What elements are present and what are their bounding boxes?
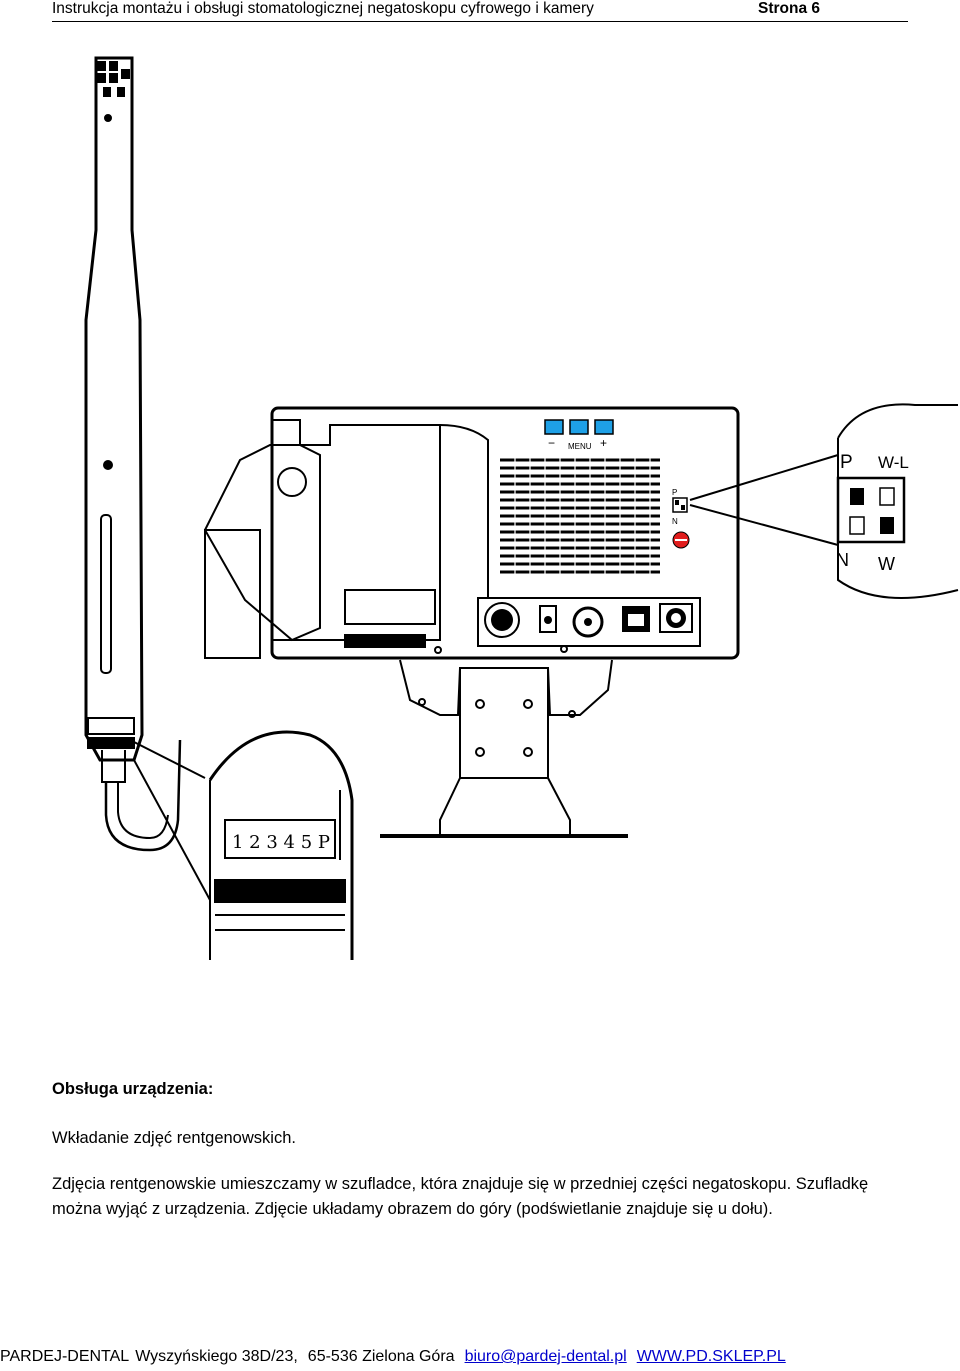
paragraph-instructions: Zdjęcia rentgenowskie umieszczamy w szuf… — [52, 1175, 869, 1218]
document-title: Instrukcja montażu i obsługi stomatologi… — [52, 0, 594, 17]
switch-w-label: W — [878, 554, 895, 574]
paragraph-intro: Wkładanie zdjęć rentgenowskich. — [52, 1129, 296, 1147]
header-divider — [52, 21, 908, 22]
switch-callout-drawing: P W-L N W — [836, 403, 959, 599]
negatoscope-drawing: − MENU + — [203, 406, 839, 660]
scale-zoom-drawing: 1 2 3 4 5 P — [208, 730, 354, 960]
panel-n-label: N — [672, 517, 678, 526]
switch-n-label: N — [836, 550, 849, 570]
footer-email-link[interactable]: biuro@pardej-dental.pl — [464, 1348, 627, 1365]
section-title: Obsługa urządzenia: — [52, 1080, 214, 1098]
panel-menu-label: MENU — [568, 442, 592, 451]
footer-city: 65-536 Zielona Góra — [307, 1348, 455, 1365]
footer: PARDEJ-DENTAL Wyszyńskiego 38D/23, 65-536 … — [0, 1348, 960, 1366]
page-number: Strona 6 — [758, 0, 821, 17]
switch-wl-label: W-L — [878, 453, 909, 472]
stand-drawing — [380, 659, 628, 838]
footer-website-link[interactable]: WWW.PD.SKLEP.PL — [636, 1348, 786, 1365]
panel-plus-label: + — [600, 436, 607, 450]
scale-digits: 1 2 3 4 5 P — [232, 832, 330, 853]
footer-company: PARDEJ-DENTAL — [0, 1348, 130, 1365]
device-illustration: 1 2 3 4 5 P − MENU + — [84, 56, 959, 960]
switch-p-label: P — [840, 452, 853, 473]
panel-p-label: P — [672, 488, 677, 497]
footer-street: Wyszyńskiego 38D/23, — [135, 1348, 298, 1365]
camera-wand-drawing — [84, 56, 211, 901]
panel-minus-label: − — [548, 436, 555, 450]
